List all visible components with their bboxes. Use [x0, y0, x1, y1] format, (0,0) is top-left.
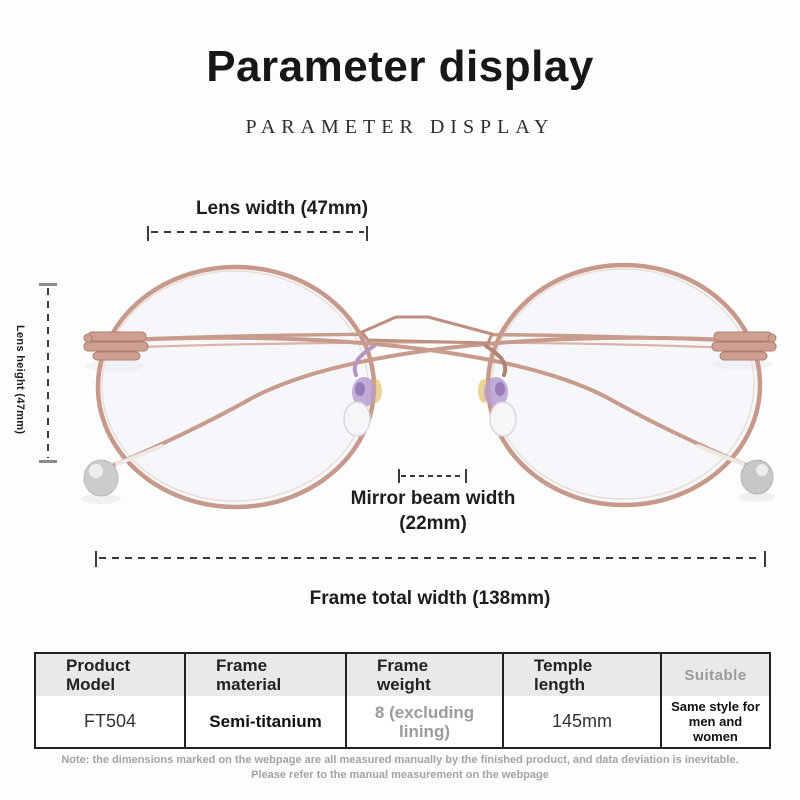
spec-header: Frame material [186, 654, 345, 696]
frame-total-width-label: Frame total width (138mm) [309, 588, 551, 609]
bracket-tick [147, 226, 149, 241]
right-nose-pad [478, 344, 517, 437]
spec-header: Suitable [662, 654, 769, 696]
spec-value: Semi-titanium [209, 712, 322, 731]
spec-header: Frame weight [347, 654, 502, 696]
dashed-dimension-line [151, 231, 364, 233]
right-lens [485, 262, 763, 508]
left-lens [95, 264, 377, 510]
lens-width-label: Lens width (47mm) [195, 198, 369, 219]
bracket-tick [39, 283, 57, 286]
spec-table: Product Model FT504 Frame material Semi-… [34, 652, 771, 749]
bracket-tick [39, 460, 57, 463]
bracket-tick [398, 469, 400, 483]
mirror-beam-label-line2: (22mm) [399, 513, 467, 534]
spec-column-frame-weight: Frame weight 8 (excluding lining) [347, 654, 504, 747]
lens-height-label: Lens height (47mm) [14, 325, 26, 435]
spec-value: Same style for men and women [671, 699, 760, 744]
bridge [360, 315, 494, 345]
frame-total-width-bracket [95, 551, 766, 567]
page-title: Parameter display [206, 42, 594, 91]
dashed-dimension-line [401, 475, 464, 477]
lens-width-bracket [147, 226, 368, 241]
left-temple-tip [83, 459, 119, 497]
spec-header: Temple length [504, 654, 660, 696]
bracket-tick [465, 469, 467, 483]
measurement-disclaimer: Note: the dimensions marked on the webpa… [0, 753, 800, 783]
right-temple-tip [740, 459, 774, 495]
spec-header: Product Model [36, 654, 184, 696]
spec-value: FT504 [83, 711, 137, 731]
dashed-dimension-line [99, 557, 762, 559]
spec-column-temple-length: Temple length 145mm [504, 654, 662, 747]
spec-column-frame-material: Frame material Semi-titanium [186, 654, 347, 747]
spec-value: 8 (excluding lining) [374, 702, 475, 741]
spec-value: 145mm [551, 711, 613, 731]
bracket-tick [764, 551, 766, 567]
mirror-beam-label-line1: Mirror beam width [350, 488, 516, 509]
bracket-tick [366, 226, 368, 241]
page-subtitle: PARAMETER DISPLAY [245, 116, 555, 138]
mirror-beam-label: Mirror beam width (22mm) [300, 486, 566, 536]
left-hinge [83, 331, 149, 361]
right-hinge [711, 331, 777, 361]
disclaimer-line1: Note: the dimensions marked on the webpa… [61, 754, 739, 766]
left-nose-pad [343, 344, 382, 437]
spec-column-suitable: Suitable Same style for men and women [662, 654, 769, 747]
disclaimer-line2: Please refer to the manual measurement o… [251, 769, 549, 781]
lens-height-bracket [39, 283, 57, 463]
spec-column-product-model: Product Model FT504 [36, 654, 186, 747]
mirror-beam-bracket [398, 469, 467, 483]
bracket-tick [95, 551, 97, 567]
dashed-dimension-line [47, 288, 49, 458]
